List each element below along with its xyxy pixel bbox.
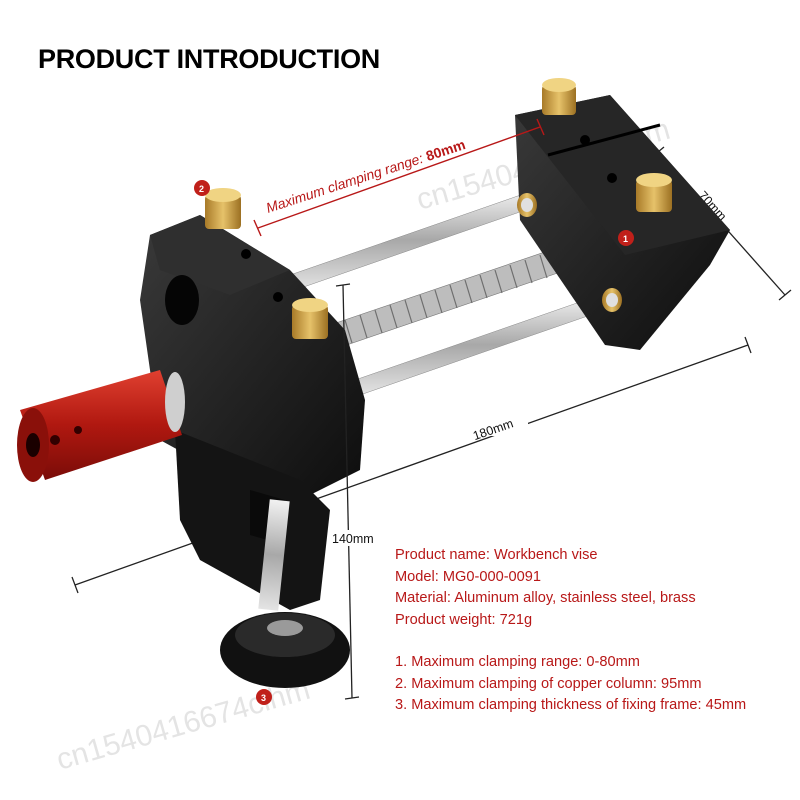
brass-knob-top <box>542 78 576 115</box>
feature-2: 2. Maximum clamping of copper column: 95… <box>395 675 702 692</box>
spec-model: Model: MG0-000-0091 <box>395 568 542 585</box>
svg-text:2: 2 <box>199 184 204 194</box>
feature-3: 3. Maximum clamping thickness of fixing … <box>395 697 747 713</box>
clamp-range-value: 80mm <box>424 136 467 164</box>
star-knob <box>220 612 350 688</box>
dimension-140-label: 140mm <box>332 532 374 546</box>
svg-text:1: 1 <box>623 234 628 244</box>
badge-3: 3 <box>256 689 272 705</box>
watermark-bottom: cn1540416674cihm <box>53 673 314 777</box>
badge-2: 2 <box>194 180 210 196</box>
spec-product-name: Product name: Workbench vise <box>395 547 598 563</box>
dimension-140mm: 140mm <box>330 283 386 700</box>
fixed-jaw-body <box>140 215 365 611</box>
svg-text:3: 3 <box>261 693 266 703</box>
vise-rods <box>289 189 606 396</box>
brass-knob-left-top <box>205 188 241 229</box>
feature-1: 1. Maximum clamping range: 0-80mm <box>395 654 640 670</box>
brass-knob-right <box>636 173 672 212</box>
spec-block: Product name: Workbench vise Model: MG0-… <box>395 545 746 717</box>
brass-knob-left-front <box>292 298 328 339</box>
badge-1: 1 <box>618 230 634 246</box>
clamp-range-prefix: Maximum clamping range: <box>264 149 429 216</box>
red-handle <box>17 370 185 482</box>
movable-jaw <box>515 95 730 350</box>
page-title: PRODUCT INTRODUCTION <box>38 44 380 74</box>
spec-material: Material: Aluminum alloy, stainless stee… <box>395 590 696 606</box>
spec-weight: Product weight: 721g <box>395 611 533 628</box>
